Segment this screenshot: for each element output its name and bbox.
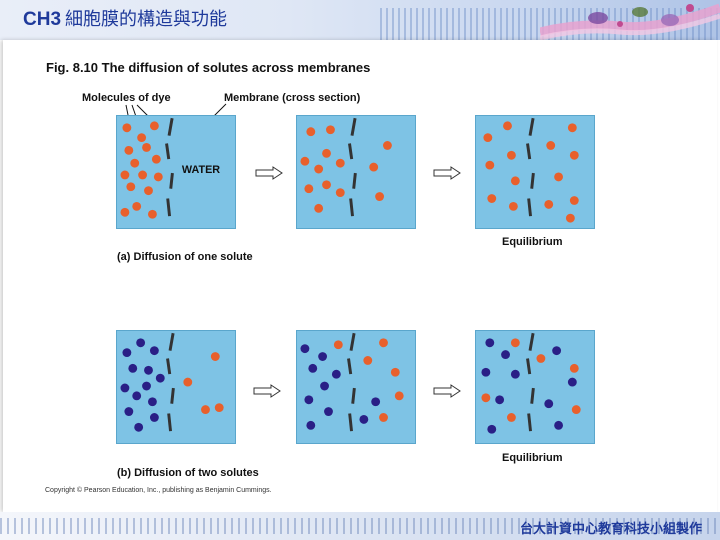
panel-a-middle [296,115,416,229]
panel-a-equilibrium [475,115,595,229]
panel-b-middle [296,330,416,444]
panel-a-start: WATER [116,115,236,229]
membrane-decoration-icon [540,3,720,40]
panel-b-equilibrium-drawing [481,332,581,434]
footer-stripes [0,518,720,534]
membrane-label: Membrane (cross section) [224,92,361,104]
caption-b: (b) Diffusion of two solutes [117,467,259,479]
figure-title: Fig. 8.10 The diffusion of solutes acros… [46,60,371,75]
copyright-text: Copyright © Pearson Education, Inc., pub… [45,487,272,494]
footer-credit: 台大計資中心教育科技小組製作 [519,521,702,536]
panel-a-equilibrium-drawing [483,117,579,223]
panel-b-start [116,330,236,444]
arrow-right-icon [255,166,283,180]
panel-a-start-drawing: WATER [120,117,220,219]
equilibrium-label-a: Equilibrium [502,236,563,248]
panel-a-middle-drawing [300,117,392,217]
panel-b-middle-drawing [300,332,404,432]
molecules-label: Molecules of dye [82,92,171,104]
water-label: WATER [182,164,220,176]
panel-b-start-drawing [120,332,224,432]
arrow-right-icon [253,384,281,398]
footer-band: 台大計資中心教育科技小組製作 [0,512,720,540]
arrow-right-icon [433,166,461,180]
equilibrium-label-b: Equilibrium [502,452,563,464]
caption-a: (a) Diffusion of one solute [117,251,253,263]
chapter-label: CH3 [23,9,62,30]
chapter-title: 細胞膜的構造與功能 [65,9,228,29]
panel-b-equilibrium [475,330,595,444]
arrow-right-icon [433,384,461,398]
